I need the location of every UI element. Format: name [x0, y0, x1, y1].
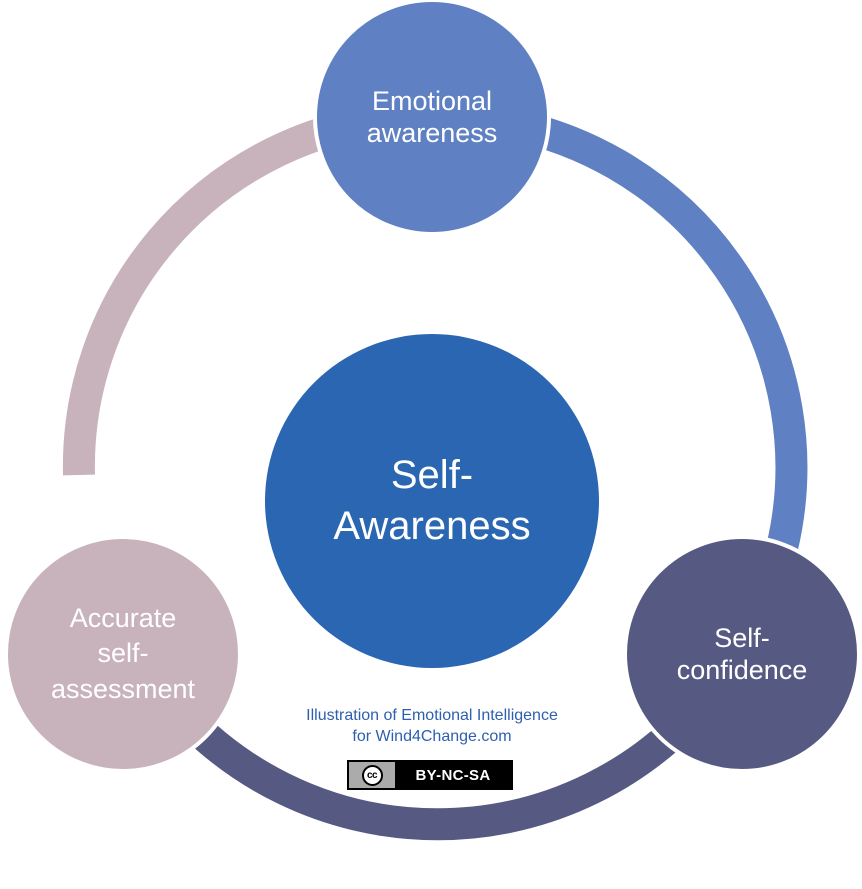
top-node-label-line: awareness: [366, 118, 498, 148]
node-emotional-awareness: [313, 0, 551, 236]
credit-line: for Wind4Change.com: [352, 727, 512, 745]
left-node-label: Accurate self- assessment: [6, 537, 240, 771]
node-self-confidence: [623, 535, 861, 773]
center-label: Self- Awareness: [265, 334, 599, 668]
node-accurate-self-assessment: [4, 535, 242, 773]
left-node-label-line: self-: [97, 638, 149, 669]
node-self-awareness: [265, 334, 599, 668]
center-label-line: Self-: [390, 453, 474, 498]
credit-line: Illustration of Emotional Intelligence: [306, 707, 558, 724]
ring-arc-right-to-left: [157, 689, 718, 841]
left-node-label-line: Accurate: [69, 603, 177, 634]
cc-logo-area: cc: [349, 762, 395, 788]
top-node-label: Emotional awareness: [315, 0, 549, 234]
ring-arc-top-to-right: [482, 104, 808, 552]
right-node-label: Self- confidence: [625, 537, 859, 771]
center-label-line: Awareness: [333, 504, 531, 548]
right-node-label-line: Self-: [714, 622, 770, 653]
top-node-label-line: Emotional: [371, 85, 493, 116]
left-node-label-line: assessment: [50, 673, 196, 704]
ring-arc-left-to-top: [62, 104, 383, 476]
cc-license-badge: cc BY-NC-SA: [347, 760, 513, 790]
license-terms: BY-NC-SA: [415, 766, 491, 784]
creative-commons-icon: cc: [361, 764, 383, 786]
credit-text: Illustration of Emotional Intelligence f…: [260, 706, 604, 748]
right-node-label-line: confidence: [676, 655, 808, 685]
